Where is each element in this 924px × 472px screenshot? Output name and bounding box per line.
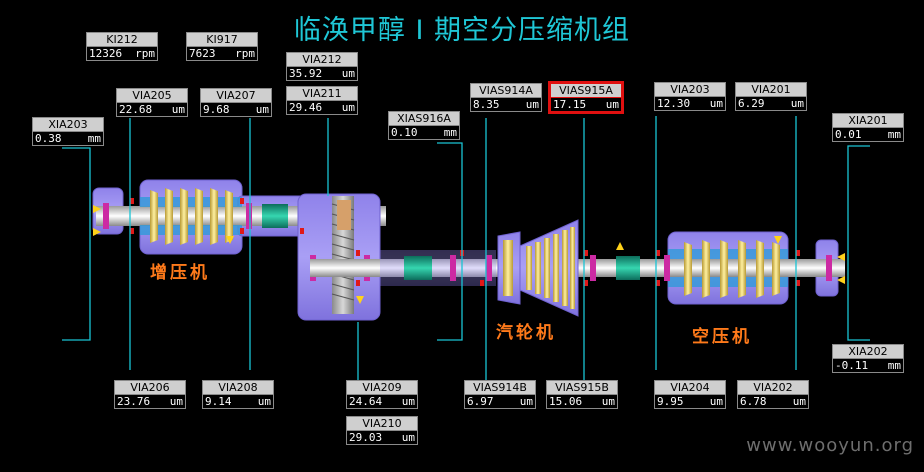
flow-arrows	[93, 205, 845, 304]
booster-coupling	[262, 204, 288, 228]
air-compressor	[660, 231, 845, 305]
steam-turbine	[486, 219, 640, 317]
turbine-label: 汽轮机	[496, 323, 556, 343]
turbine-coupling-right	[616, 256, 640, 280]
page-title: 临涣甲醇 I 期空分压缩机组	[293, 15, 631, 46]
booster-impellers	[150, 188, 233, 245]
air-impellers	[684, 240, 780, 298]
watermark: www.wooyun.org	[746, 435, 914, 456]
booster-label: 增压机	[150, 263, 210, 283]
gearbox	[297, 193, 381, 321]
lead-lines	[62, 116, 870, 380]
turbine-coupling-left	[404, 255, 456, 281]
air-compressor-label: 空压机	[692, 327, 752, 347]
turbine-blades	[503, 227, 575, 309]
